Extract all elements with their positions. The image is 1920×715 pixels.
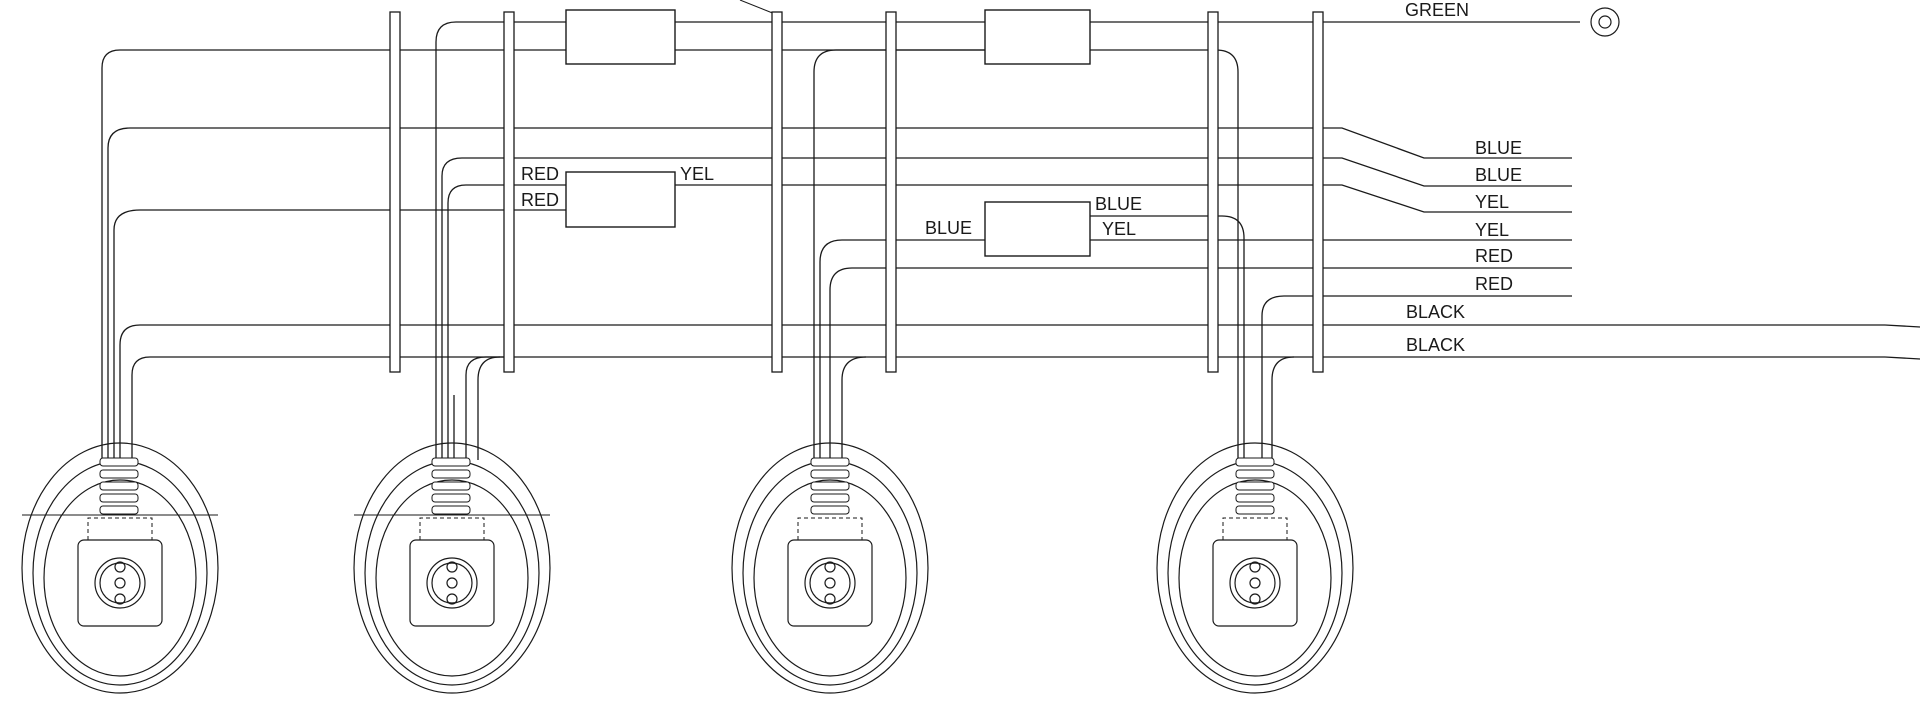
wire-f3-blue xyxy=(819,239,985,460)
fixture-4-lamp-socket-inner xyxy=(1234,562,1276,604)
fixture-2-lamp-socket-inner xyxy=(431,562,473,604)
fixture-4-dashed-housing xyxy=(1222,517,1288,540)
light-fixture-3 xyxy=(731,442,929,694)
fixture-3-ring-inner xyxy=(753,479,907,677)
fixture-4-ring-inner xyxy=(1178,479,1332,677)
fixture-4-ring-outer xyxy=(1156,442,1354,694)
capacitor-box-1 xyxy=(565,171,676,228)
wire-f4-blue xyxy=(1090,215,1245,460)
ring-terminal-inner xyxy=(1598,15,1612,29)
capacitor-box-2 xyxy=(984,201,1091,257)
support-bars xyxy=(389,11,1324,373)
ring-terminal-outer xyxy=(1590,7,1620,37)
label-right-red-1: RED xyxy=(1475,246,1513,266)
fixture-1-ring-outer xyxy=(21,442,219,694)
fixture-4-pin-3 xyxy=(1249,593,1261,605)
wire-f3-b xyxy=(841,356,867,460)
label-box-yel: YEL xyxy=(680,164,714,184)
fixture-1-pin-3 xyxy=(114,593,126,605)
wire-f2-b xyxy=(465,356,510,460)
fixture-3-lamp-socket-inner xyxy=(809,562,851,604)
label-right-blue-1: BLUE xyxy=(1475,138,1522,158)
fixture-1-pin-1 xyxy=(114,561,126,573)
fixture-2-ring-inner xyxy=(375,479,529,677)
light-fixture-1 xyxy=(21,442,219,694)
fixture-3-ring-outer xyxy=(731,442,929,694)
label-box-yel-right: YEL xyxy=(1102,219,1136,239)
label-right-yel-2: YEL xyxy=(1475,220,1509,240)
label-box-red-1: RED xyxy=(521,164,559,184)
support-bar-3 xyxy=(771,11,783,373)
wire-f1-top xyxy=(101,49,566,460)
label-right-yel-1: YEL xyxy=(1475,192,1509,212)
fixture-4-socket-plate xyxy=(1212,539,1298,627)
label-box-red-2: RED xyxy=(521,190,559,210)
fixture-1-lamp-socket-icon xyxy=(94,557,146,609)
fixture-2-ring-outer xyxy=(353,442,551,694)
wire-f2-c xyxy=(477,356,501,460)
wire-labels: GREEN BLUE BLUE YEL YEL RED RED BLACK BL… xyxy=(521,0,1522,355)
wire-blue-2 xyxy=(441,157,1572,460)
wire-yel-1 xyxy=(675,184,1572,213)
light-fixture-4 xyxy=(1156,442,1354,694)
wire-f3-top xyxy=(813,49,985,460)
ballast-box-1 xyxy=(565,9,676,65)
ballast-box-2 xyxy=(984,9,1091,65)
fixture-3-terminal-block xyxy=(810,457,850,515)
fixture-4-lamp-socket-icon xyxy=(1229,557,1281,609)
wire-f1-red xyxy=(113,209,566,460)
fixture-1-pin-2 xyxy=(114,577,126,589)
light-fixture-2 xyxy=(353,442,551,694)
wire-red-1 xyxy=(829,267,1540,460)
wire-red-2 xyxy=(1261,295,1572,460)
fixture-1-dashed-housing xyxy=(87,517,153,540)
wire-black-1 xyxy=(119,324,1885,460)
label-black-1: BLACK xyxy=(1406,302,1465,322)
fixture-1-terminal-block xyxy=(99,457,139,515)
wire-f2-red xyxy=(447,184,566,460)
fixture-4-pin-1 xyxy=(1249,561,1261,573)
label-box-blue-left: BLUE xyxy=(925,218,972,238)
wire-f2-top xyxy=(435,21,566,460)
fixture-3-pin-3 xyxy=(824,593,836,605)
fixture-2-terminal-block xyxy=(431,457,471,515)
component-boxes xyxy=(565,9,1091,257)
support-bar-1 xyxy=(389,11,401,373)
support-bar-5 xyxy=(1207,11,1219,373)
label-right-red-2: RED xyxy=(1475,274,1513,294)
fixture-4-pin-2 xyxy=(1249,577,1261,589)
wire-harness xyxy=(101,0,1920,460)
label-black-2: BLACK xyxy=(1406,335,1465,355)
fixture-4-terminal-block xyxy=(1235,457,1275,515)
wire-black-2 xyxy=(131,356,1885,460)
wire-blue-1 xyxy=(107,127,1572,460)
fixture-3-lamp-socket-icon xyxy=(804,557,856,609)
fixture-3-pin-2 xyxy=(824,577,836,589)
fixture-3-pin-1 xyxy=(824,561,836,573)
wire-black-2-end xyxy=(1884,356,1920,360)
fixture-2-pin-2 xyxy=(446,577,458,589)
fixture-1-socket-plate xyxy=(77,539,163,627)
wire-lead xyxy=(739,0,776,15)
fixture-2-socket-plate xyxy=(409,539,495,627)
support-bar-4 xyxy=(885,11,897,373)
label-green: GREEN xyxy=(1405,0,1469,20)
fixture-3-socket-plate xyxy=(787,539,873,627)
support-bar-2 xyxy=(503,11,515,373)
fixture-2-pin-1 xyxy=(446,561,458,573)
fixture-2-lamp-socket-icon xyxy=(426,557,478,609)
fixture-1-lamp-socket-inner xyxy=(99,562,141,604)
support-bar-6 xyxy=(1312,11,1324,373)
wire-f4-b xyxy=(1271,356,1295,460)
label-right-blue-2: BLUE xyxy=(1475,165,1522,185)
fixture-2-pin-3 xyxy=(446,593,458,605)
wire-black-1-end xyxy=(1884,324,1920,328)
fixture-3-dashed-housing xyxy=(797,517,863,540)
fixture-2-dashed-housing xyxy=(419,517,485,540)
fixture-1-ring-inner xyxy=(43,479,197,677)
label-box-blue-right: BLUE xyxy=(1095,194,1142,214)
